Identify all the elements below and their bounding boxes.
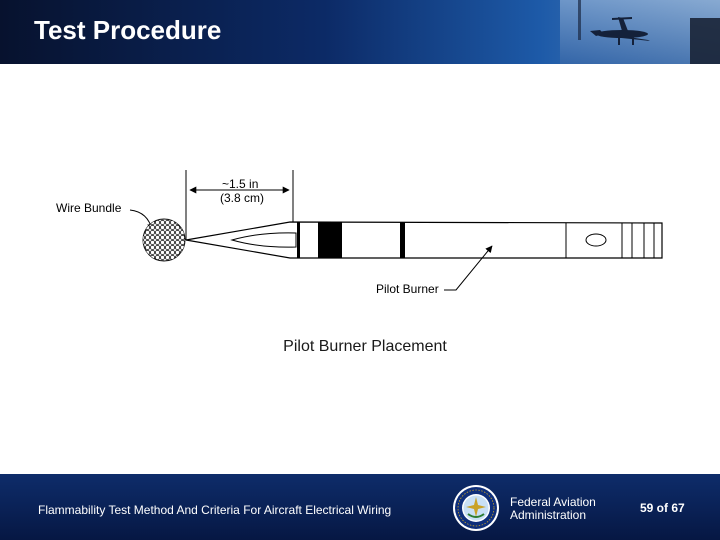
agency-name-line1: Federal Aviation	[510, 495, 596, 509]
slide-footer: Flammability Test Method And Criteria Fo…	[0, 474, 720, 540]
agency-name: Federal Aviation Administration	[510, 496, 596, 522]
figure-caption: Pilot Burner Placement	[283, 338, 447, 355]
agency-name-line2: Administration	[510, 508, 587, 522]
slide-header: Test Procedure	[0, 0, 720, 64]
faa-seal-icon	[453, 485, 499, 531]
pilot-burner-label: Pilot Burner	[376, 282, 439, 296]
airplane-photo	[560, 0, 720, 64]
page-number: 59 of 67	[640, 501, 685, 515]
pilot-burner	[185, 221, 663, 259]
dimension-inches-label: ~1.5 in	[222, 177, 258, 191]
dimension-cm-label: (3.8 cm)	[220, 191, 264, 205]
slide-title: Test Procedure	[34, 15, 222, 45]
presentation-title: Flammability Test Method And Criteria Fo…	[38, 503, 392, 517]
wire-bundle-label: Wire Bundle	[56, 201, 122, 215]
wire-bundle	[142, 218, 186, 262]
